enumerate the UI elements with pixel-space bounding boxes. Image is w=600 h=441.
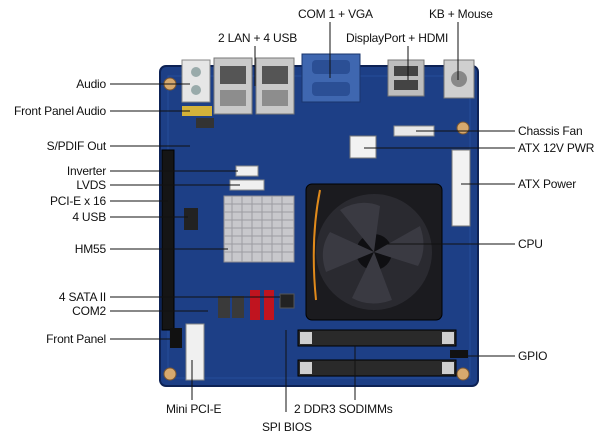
label-ddr3: 2 DDR3 SODIMMs [294, 402, 393, 416]
gpio-header [450, 350, 468, 358]
kb-mouse-port [443, 59, 475, 99]
label-lan-usb: 2 LAN + 4 USB [218, 31, 298, 45]
label-atx-12v: ATX 12V PWR [518, 141, 595, 155]
atx-power-connector [451, 149, 471, 227]
audio-jacks [181, 59, 211, 103]
label-inverter: Inverter [66, 164, 106, 178]
label-spi-bios: SPI BIOS [262, 420, 312, 434]
ddr3-slots [297, 329, 457, 377]
label-audio: Audio [76, 77, 106, 91]
cpu-fan [305, 183, 443, 321]
label-com1-vga: COM 1 + VGA [298, 7, 373, 21]
dp-hdmi-ports [387, 59, 425, 97]
label-lvds: LVDS [76, 178, 106, 192]
label-com2: COM2 [72, 304, 106, 318]
label-front-panel-audio: Front Panel Audio [14, 104, 106, 118]
hm55-heatsink [223, 195, 295, 263]
label-gpio: GPIO [518, 349, 548, 363]
front-audio-header [182, 106, 214, 128]
label-front-panel: Front Panel [46, 332, 106, 346]
label-pcie-x16: PCI-E x 16 [49, 194, 106, 208]
com-vga-ports [301, 53, 361, 103]
label-atx-power: ATX Power [518, 177, 576, 191]
label-4-sata: 4 SATA II [58, 290, 106, 304]
usb-header [184, 208, 198, 230]
spi-bios-chip [279, 293, 295, 309]
label-kb-mouse: KB + Mouse [429, 7, 493, 21]
label-mini-pcie: Mini PCI-E [166, 402, 222, 416]
label-dp-hdmi: DisplayPort + HDMI [346, 31, 449, 45]
mini-pcie-slot [185, 323, 205, 381]
label-chassis-fan: Chassis Fan [518, 124, 583, 138]
sata-ports [218, 290, 274, 320]
chassis-fan-atx12v [349, 125, 435, 159]
label-spdif-out: S/PDIF Out [46, 139, 107, 153]
leader-lines [110, 22, 515, 412]
label-hm55: HM55 [74, 242, 106, 256]
lan-usb-ports [213, 57, 295, 115]
label-4-usb: 4 USB [72, 210, 106, 224]
label-cpu: CPU [518, 237, 543, 251]
front-panel-header [170, 328, 182, 348]
pcie-x16-slot [161, 149, 175, 331]
